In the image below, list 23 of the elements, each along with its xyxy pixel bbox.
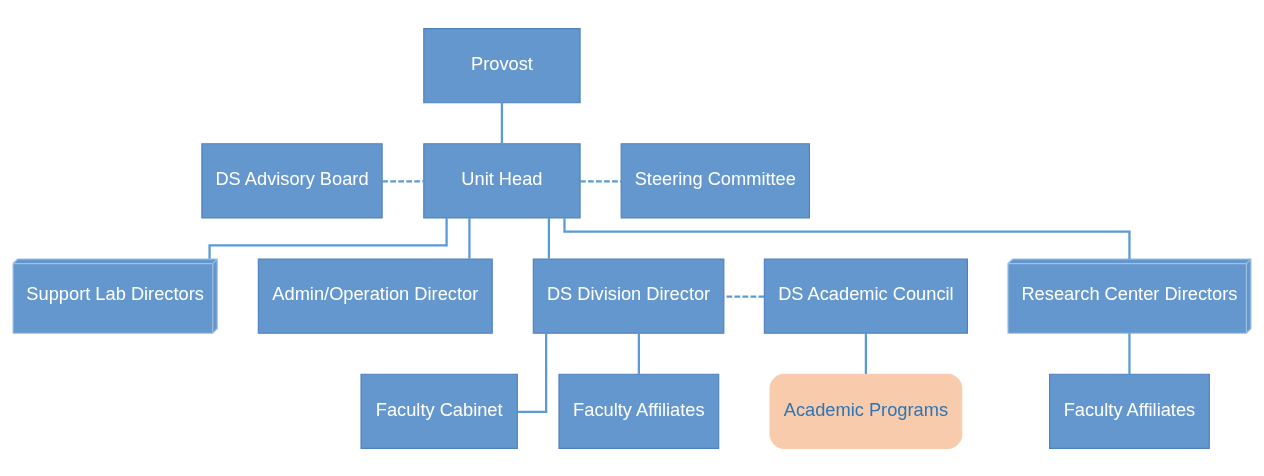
node-box: Faculty Affiliates [1049,373,1210,449]
connector [500,102,504,143]
connector [563,217,1131,259]
node-box: Steering Committee [620,142,810,219]
node-box: Academic Programs [769,373,963,449]
connector [208,217,448,259]
connector [580,179,622,183]
node-box: DS Division Director [532,257,725,334]
node-box: DS Advisory Board [201,142,383,219]
connector [1128,332,1131,374]
node-box: Faculty Affiliates [558,373,720,449]
node-box: DS Academic Council [763,257,968,334]
node-box: Provost [423,27,581,103]
node-box: Faculty Cabinet [360,373,518,449]
connector [382,179,424,183]
connector [724,295,765,298]
connector [517,332,548,413]
node-box: Admin/Operation Director [257,257,493,334]
connector [637,332,640,374]
connector [864,332,868,374]
connector [468,217,471,259]
connector [547,217,551,259]
node-box: Unit Head [423,142,581,219]
